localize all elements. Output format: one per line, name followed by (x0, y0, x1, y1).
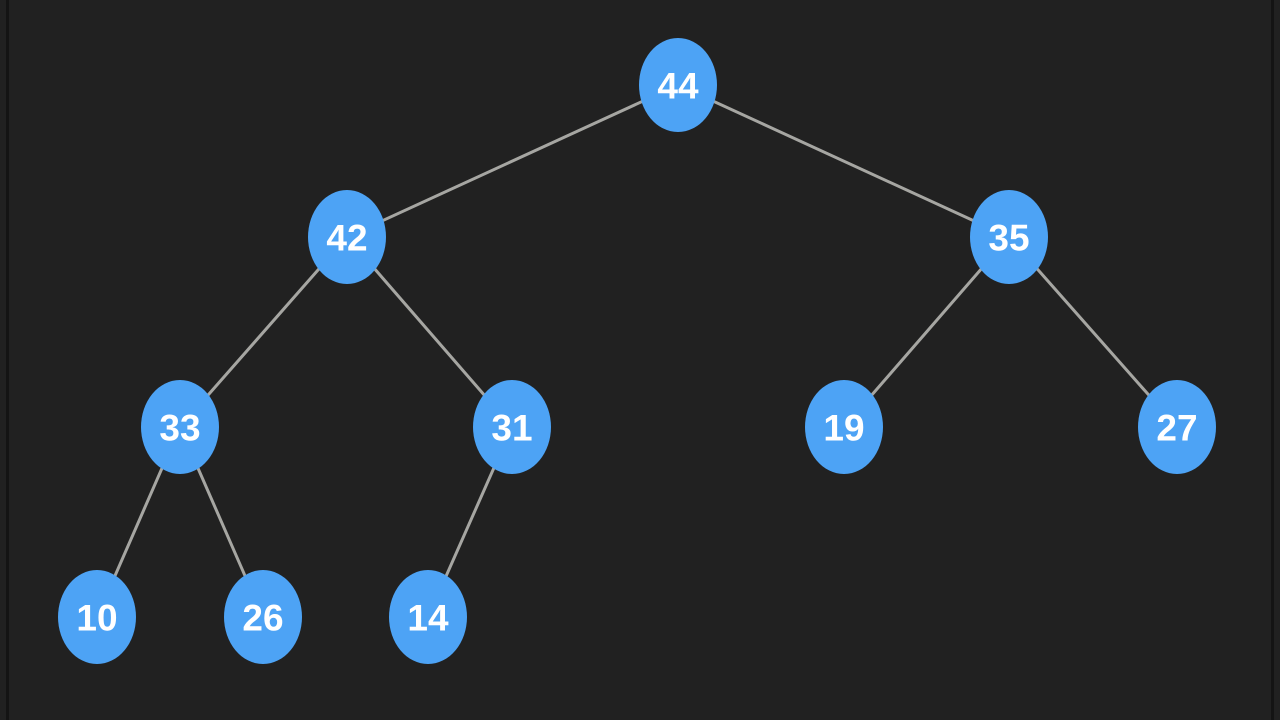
tree-node-label-35: 35 (988, 218, 1029, 259)
tree-node-circle-10[interactable] (58, 570, 136, 664)
tree-node-31[interactable]: 31 (473, 380, 551, 474)
tree-node-label-42: 42 (326, 218, 367, 259)
tree-node-19[interactable]: 19 (805, 380, 883, 474)
tree-node-label-44: 44 (657, 66, 699, 107)
tree-node-10[interactable]: 10 (58, 570, 136, 664)
right-letterbox-strip (1271, 0, 1274, 720)
tree-node-label-27: 27 (1156, 408, 1197, 449)
tree-edges-group (95, 83, 1179, 619)
tree-node-circle-19[interactable] (805, 380, 883, 474)
left-letterbox-strip (6, 0, 9, 720)
tree-edge-44-to-35 (676, 83, 1011, 239)
tree-node-circle-31[interactable] (473, 380, 551, 474)
tree-node-44[interactable]: 44 (639, 38, 717, 132)
tree-node-35[interactable]: 35 (970, 190, 1048, 284)
tree-node-circle-14[interactable] (389, 570, 467, 664)
tree-node-label-10: 10 (76, 598, 117, 639)
tree-node-label-31: 31 (491, 408, 532, 449)
tree-edge-44-to-42 (345, 83, 680, 239)
tree-node-circle-42[interactable] (308, 190, 386, 284)
tree-node-27[interactable]: 27 (1138, 380, 1216, 474)
tree-node-26[interactable]: 26 (224, 570, 302, 664)
tree-node-14[interactable]: 14 (389, 570, 467, 664)
tree-node-circle-33[interactable] (141, 380, 219, 474)
tree-node-label-26: 26 (242, 598, 283, 639)
tree-node-circle-27[interactable] (1138, 380, 1216, 474)
tree-node-circle-44[interactable] (639, 38, 717, 132)
tree-node-label-14: 14 (407, 598, 449, 639)
tree-node-circle-26[interactable] (224, 570, 302, 664)
tree-node-circle-35[interactable] (970, 190, 1048, 284)
tree-node-42[interactable]: 42 (308, 190, 386, 284)
tree-node-label-33: 33 (159, 408, 200, 449)
tree-node-label-19: 19 (823, 408, 864, 449)
tree-nodes-group: 44 42 35 33 31 19 27 10 26 14 (58, 38, 1216, 664)
tree-node-33[interactable]: 33 (141, 380, 219, 474)
